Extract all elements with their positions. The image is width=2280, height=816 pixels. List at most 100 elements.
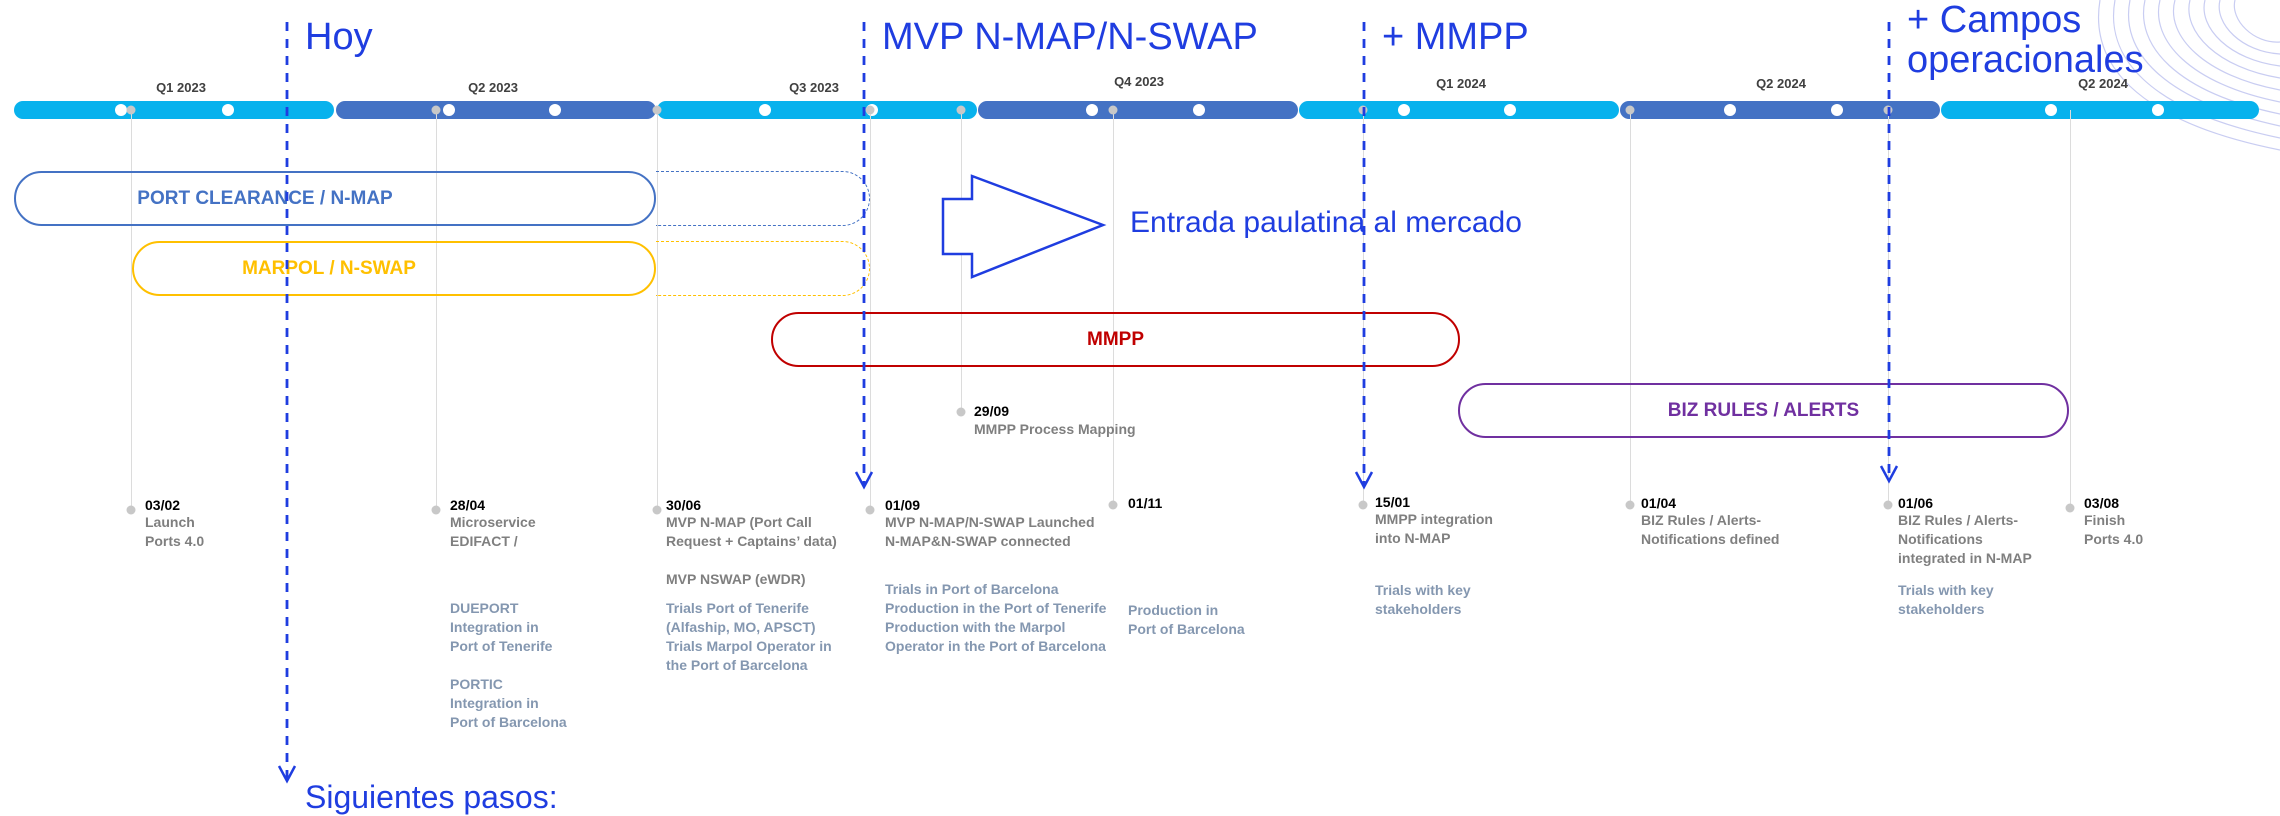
milestone-marker xyxy=(652,105,662,115)
milestone-date: 30/06 xyxy=(666,497,702,513)
quarter-label: Q3 2023 xyxy=(789,80,839,95)
milestone-biz-defined: 01/04 BIZ Rules / Alerts- Notifications … xyxy=(1641,495,1779,549)
heading-campos-line2: operacionales xyxy=(1907,39,2144,81)
timeline-segment xyxy=(1620,101,1940,119)
milestone-finish: 03/08 Finish Ports 4.0 xyxy=(2084,495,2143,549)
milestone-dot xyxy=(956,407,966,417)
timeline-dot xyxy=(2152,104,2164,116)
milestone-dot xyxy=(1358,500,1368,510)
milestone-dot xyxy=(865,505,875,515)
mmpp-label: MMPP xyxy=(1087,328,1144,350)
milestone-mmpp-integration: 15/01 MMPP integration into N-MAP Trials… xyxy=(1375,494,1493,619)
milestone-description: MVP N-MAP (Port Call Request + Captains’… xyxy=(666,514,837,587)
timeline-segment xyxy=(978,101,1298,119)
milestone-connector xyxy=(1630,110,1631,505)
milestone-dot xyxy=(652,505,662,515)
milestone-connector xyxy=(1113,110,1114,505)
milestone-description: MMPP integration into N-MAP xyxy=(1375,511,1493,546)
milestone-connector xyxy=(1363,110,1364,505)
milestone-description: Launch Ports 4.0 xyxy=(145,514,205,549)
quarter-label: Q1 2024 xyxy=(1436,76,1486,91)
timeline-segment xyxy=(1941,101,2259,119)
timeline-dot xyxy=(549,104,561,116)
milestone-date: 28/04 xyxy=(450,497,486,513)
timeline-dot xyxy=(1504,104,1516,116)
marpol-bar: MARPOL / N-SWAP xyxy=(132,241,656,296)
mmpp-bar: MMPP xyxy=(771,312,1460,367)
timeline-segment xyxy=(1299,101,1619,119)
milestone-description: Microservice EDIFACT / xyxy=(450,514,536,549)
milestone-date: 01/11 xyxy=(1128,495,1163,511)
milestone-process-mapping: 29/09 MMPP Process Mapping xyxy=(974,403,1136,439)
milestone-date: 15/01 xyxy=(1375,494,1411,510)
port-clearance-label: PORT CLEARANCE / N-MAP xyxy=(137,187,393,209)
marpol-extension xyxy=(656,241,870,296)
timeline-dot xyxy=(1831,104,1843,116)
milestone-dot xyxy=(1883,500,1893,510)
milestone-dot xyxy=(1625,500,1635,510)
milestone-connector xyxy=(870,110,871,510)
timeline-dot xyxy=(1398,104,1410,116)
quarter-label: Q2 2024 xyxy=(2078,76,2128,91)
milestone-dot xyxy=(126,505,136,515)
quarter-label: Q1 2023 xyxy=(156,80,206,95)
milestone-date: 01/09 xyxy=(885,497,921,513)
milestone-connector xyxy=(436,110,437,510)
milestone-mvp-nmap: 30/06 MVP N-MAP (Port Call Request + Cap… xyxy=(666,497,837,675)
heading-mvp: MVP N-MAP/N-SWAP xyxy=(882,16,1258,58)
heading-siguientes: Siguientes pasos: xyxy=(305,779,558,815)
milestone-connector xyxy=(657,110,658,510)
timeline-dot xyxy=(115,104,127,116)
timeline-dot xyxy=(1193,104,1205,116)
heading-hoy: Hoy xyxy=(305,16,373,58)
milestone-mvp-launched: 01/09 MVP N-MAP/N-SWAP Launched N-MAP&N-… xyxy=(885,497,1106,656)
milestone-date: 01/06 xyxy=(1898,495,1934,511)
timeline-dot xyxy=(759,104,771,116)
timeline-dot xyxy=(222,104,234,116)
milestone-marker xyxy=(1883,105,1893,115)
milestone-subnotes: Trials in Port of Barcelona Production i… xyxy=(885,581,1107,654)
marpol-label: MARPOL / N-SWAP xyxy=(242,257,416,279)
port-clearance-extension xyxy=(656,171,870,226)
milestone-description: BIZ Rules / Alerts- Notifications integr… xyxy=(1898,512,2032,566)
biz-rules-bar: BIZ RULES / ALERTS xyxy=(1458,383,2069,438)
milestone-marker xyxy=(126,105,136,115)
heading-entrada: Entrada paulatina al mercado xyxy=(1130,206,1522,239)
milestone-date: 29/09 xyxy=(974,403,1010,419)
milestone-date: 03/08 xyxy=(2084,495,2120,511)
timeline-dot xyxy=(1086,104,1098,116)
milestone-connector xyxy=(1888,110,1889,505)
milestone-marker xyxy=(431,105,441,115)
timeline-segment xyxy=(657,101,977,119)
milestone-dot xyxy=(2065,503,2075,513)
heading-campos: + Campos operacionales xyxy=(1907,0,2144,80)
milestone-connector xyxy=(131,110,132,510)
milestone-marker xyxy=(1108,105,1118,115)
quarter-label: Q2 2024 xyxy=(1756,76,1806,91)
milestone-marker xyxy=(1625,105,1635,115)
timeline-dot xyxy=(1724,104,1736,116)
milestone-subnotes: Trials Port of Tenerife (Alfaship, MO, A… xyxy=(666,600,832,673)
milestone-subnotes: Production in Port of Barcelona xyxy=(1128,602,1245,637)
quarter-label: Q2 2023 xyxy=(468,80,518,95)
milestone-biz-integrated: 01/06 BIZ Rules / Alerts- Notifications … xyxy=(1898,495,2032,619)
milestone-date: 03/02 xyxy=(145,497,181,513)
port-clearance-bar: PORT CLEARANCE / N-MAP xyxy=(14,171,656,226)
milestone-description: MMPP Process Mapping xyxy=(974,421,1136,437)
biz-rules-label: BIZ RULES / ALERTS xyxy=(1667,399,1860,421)
milestone-description: Finish Ports 4.0 xyxy=(2084,512,2144,547)
heading-mmpp: + MMPP xyxy=(1382,16,1529,58)
heading-campos-line1: + Campos xyxy=(1907,0,2082,41)
milestone-subnotes: Trials with key stakeholders xyxy=(1375,582,1471,617)
milestone-microservice: 28/04 Microservice EDIFACT / DUEPORT Int… xyxy=(450,497,567,732)
timeline-dot xyxy=(2045,104,2057,116)
milestone-description: BIZ Rules / Alerts- Notifications define… xyxy=(1641,512,1780,547)
milestone-dot xyxy=(1108,500,1118,510)
quarter-label: Q4 2023 xyxy=(1114,74,1164,89)
milestone-production: 01/11 Production in Port of Barcelona xyxy=(1128,495,1245,639)
timeline-segment xyxy=(14,101,334,119)
milestone-connector xyxy=(2070,110,2071,505)
milestone-subnotes: Trials with key stakeholders xyxy=(1898,582,1994,617)
milestone-dot xyxy=(431,505,441,515)
